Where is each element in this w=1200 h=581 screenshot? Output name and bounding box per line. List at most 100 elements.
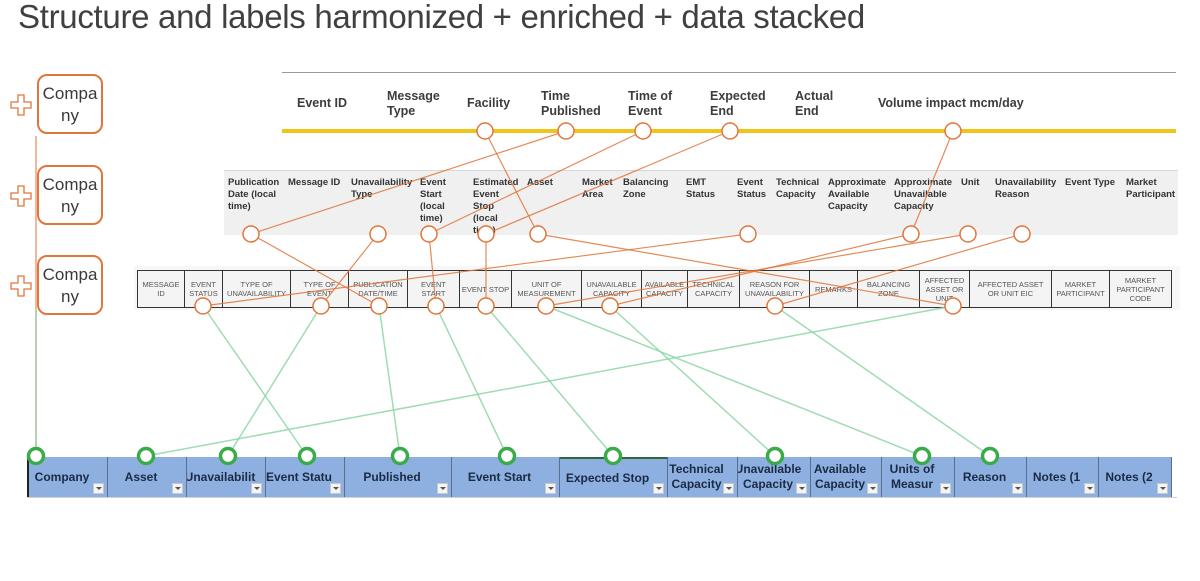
row2-label: Asset bbox=[527, 177, 553, 188]
column-header-label: Reason bbox=[962, 469, 1007, 484]
filter-dropdown-icon[interactable] bbox=[437, 483, 448, 494]
column-header-label: Units of Measur bbox=[889, 462, 935, 491]
row3-cell: AVAILABLE CAPACITY bbox=[642, 271, 688, 307]
row3-cell: EVENT STATUS bbox=[185, 271, 223, 307]
row2-label: Unavailability Type bbox=[351, 177, 413, 200]
column-header-expected-stop[interactable]: Expected Stop bbox=[560, 457, 668, 497]
row2-label: Balancing Zone bbox=[623, 177, 669, 200]
row1-label: Time of Event bbox=[628, 89, 673, 118]
column-header-label: Notes (1 bbox=[1032, 469, 1081, 484]
filter-dropdown-icon[interactable] bbox=[251, 483, 262, 494]
column-header-reason[interactable]: Reason bbox=[955, 457, 1027, 497]
row2-label: Market Area bbox=[582, 177, 613, 200]
column-header-event-status[interactable]: Event Statu bbox=[266, 457, 345, 497]
filter-dropdown-icon[interactable] bbox=[93, 483, 104, 494]
row2-label: Publication Date (local time) bbox=[228, 177, 280, 212]
row2-label: Event Start (local time) bbox=[420, 177, 446, 224]
row1-label: Volume impact mcm/day bbox=[878, 96, 1024, 110]
row2-label: Approximate Unavailable Capacity bbox=[894, 177, 953, 212]
column-header-label: Event Start bbox=[467, 469, 532, 484]
column-header-available-capacity[interactable]: Available Capacity bbox=[811, 457, 882, 497]
row1-yellow-line bbox=[282, 129, 1176, 133]
row3-cell: TYPE OF UNAVAILABILITY bbox=[223, 271, 291, 307]
filter-dropdown-icon[interactable] bbox=[1012, 483, 1023, 494]
filter-dropdown-icon[interactable] bbox=[653, 483, 664, 494]
filter-dropdown-icon[interactable] bbox=[1084, 483, 1095, 494]
row2-label: Unavailability Reason bbox=[995, 177, 1057, 200]
filter-dropdown-icon[interactable] bbox=[172, 483, 183, 494]
filter-dropdown-icon[interactable] bbox=[940, 483, 951, 494]
plus-icon bbox=[10, 94, 32, 116]
filter-dropdown-icon[interactable] bbox=[545, 483, 556, 494]
row3-cell: MARKET PARTICIPANT bbox=[1052, 271, 1110, 307]
mapping-line-row3-row4 bbox=[202, 305, 308, 457]
column-header-label: Published bbox=[363, 469, 421, 484]
row1-label: Expected End bbox=[710, 89, 766, 118]
mapping-line-row3-row4 bbox=[227, 305, 322, 457]
row2-label: Event Status bbox=[737, 177, 767, 200]
mapping-line-row3-row4 bbox=[545, 305, 923, 457]
slide-title: Structure and labels harmonized + enrich… bbox=[18, 0, 865, 35]
filter-dropdown-icon[interactable] bbox=[330, 483, 341, 494]
column-header-units-of-measure[interactable]: Units of Measur bbox=[882, 457, 955, 497]
row2-label: Approximate Available Capacity bbox=[828, 177, 887, 212]
mapping-line-row3-row4 bbox=[609, 305, 776, 457]
row1-top-divider bbox=[282, 72, 1176, 73]
row3-cell: PUBLICATION DATE/TIME bbox=[349, 271, 408, 307]
row3-cell: BALANCING ZONE bbox=[858, 271, 920, 307]
plus-icon bbox=[10, 185, 32, 207]
row3-cell: EVENT STOP bbox=[460, 271, 512, 307]
column-header-label: Unavailabilit bbox=[187, 469, 256, 484]
spreadsheet-bottom-border bbox=[27, 497, 1177, 498]
column-header-label: Asset bbox=[124, 469, 158, 484]
mapping-line-row3-row4 bbox=[378, 305, 401, 457]
row2-label: Estimated Event Stop (local time) bbox=[473, 177, 519, 236]
row3-cell: REASON FOR UNAVAILABILITY bbox=[740, 271, 810, 307]
company-box: Company bbox=[37, 165, 103, 225]
column-header-asset[interactable]: Asset bbox=[108, 457, 187, 497]
row3-cell: UNAVAILABLE CAPACITY bbox=[582, 271, 642, 307]
filter-dropdown-icon[interactable] bbox=[1157, 483, 1168, 494]
column-header-label: Event Statu bbox=[266, 469, 333, 484]
column-header-notes-1[interactable]: Notes (1 bbox=[1027, 457, 1099, 497]
mapping-line-row3-row4 bbox=[774, 305, 991, 457]
row3-cell: EVENT START bbox=[408, 271, 460, 307]
row3-cell: TECHNICAL CAPACITY bbox=[688, 271, 740, 307]
row1-label: Message Type bbox=[387, 89, 440, 118]
column-header-company[interactable]: Company bbox=[29, 457, 108, 497]
plus-icon bbox=[10, 275, 32, 297]
column-header-published[interactable]: Published bbox=[345, 457, 452, 497]
row3-cell: REMARKS bbox=[810, 271, 858, 307]
row2-label: EMT Status bbox=[686, 177, 716, 200]
filter-dropdown-icon[interactable] bbox=[796, 483, 807, 494]
mapping-line-row3-row4 bbox=[435, 305, 508, 457]
column-header-unavailable-capacity[interactable]: Unavailable Capacity bbox=[738, 457, 811, 497]
filter-dropdown-icon[interactable] bbox=[867, 483, 878, 494]
row1-label: Time Published bbox=[541, 89, 601, 118]
row3-header-table: MESSAGE ID EVENT STATUS TYPE OF UNAVAILA… bbox=[137, 270, 1172, 308]
row1-label: Event ID bbox=[297, 96, 348, 110]
mapping-line-row3-row4 bbox=[485, 305, 614, 457]
company-box: Company bbox=[37, 255, 103, 315]
column-header-event-start[interactable]: Event Start bbox=[452, 457, 560, 497]
row3-cell: MESSAGE ID bbox=[138, 271, 185, 307]
spreadsheet-header-row: Company Asset Unavailabilit Event Statu … bbox=[27, 457, 1172, 497]
column-header-technical-capacity[interactable]: Technical Capacity bbox=[668, 457, 738, 497]
column-header-label: Unavailable Capacity bbox=[738, 462, 802, 491]
row1-label: Actual End bbox=[795, 89, 834, 118]
row2-label: Event Type bbox=[1065, 177, 1115, 188]
column-header-label: Company bbox=[34, 469, 90, 484]
company-box: Company bbox=[37, 74, 103, 134]
row3-cell: AFFECTED ASSET OR UNIT EIC bbox=[970, 271, 1052, 307]
row2-label: Market Participant bbox=[1126, 177, 1176, 200]
column-header-label: Notes (2 bbox=[1105, 469, 1153, 484]
row2-label: Unit bbox=[961, 177, 980, 188]
row1-label: Facility bbox=[467, 96, 511, 110]
column-header-notes-2[interactable]: Notes (2 bbox=[1099, 457, 1172, 497]
column-header-unavailability[interactable]: Unavailabilit bbox=[187, 457, 266, 497]
column-header-label: Available Capacity bbox=[813, 462, 867, 491]
filter-dropdown-icon[interactable] bbox=[723, 483, 734, 494]
row2-label: Message ID bbox=[288, 177, 341, 188]
column-header-label: Technical Capacity bbox=[669, 462, 724, 491]
row3-cell: MARKET PARTICIPANT CODE bbox=[1110, 271, 1172, 307]
